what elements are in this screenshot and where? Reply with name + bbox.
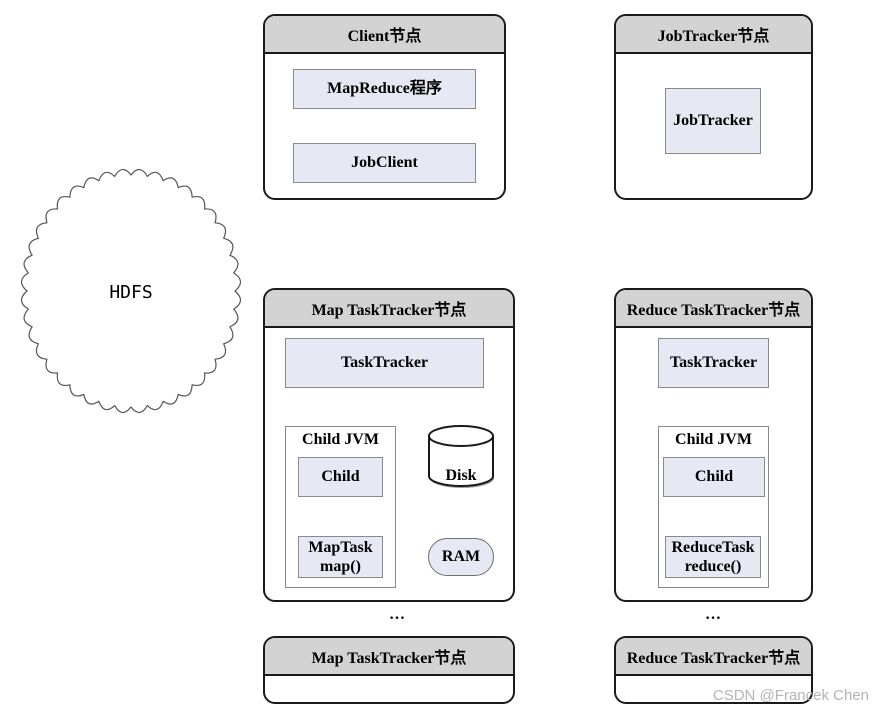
map-function-label: map(): [320, 558, 361, 575]
reduce-function-label: reduce(): [684, 558, 742, 575]
reduce-child-box: Child: [663, 457, 765, 497]
map-ellipsis: …: [389, 606, 405, 623]
reduce-tasktracker-node-title: Reduce TaskTracker节点: [616, 290, 811, 328]
jobtracker-node-title: JobTracker节点: [616, 16, 811, 54]
reduce-tasktracker-box: TaskTracker: [658, 338, 769, 388]
reduce-ellipsis: …: [705, 606, 721, 623]
reduce-child-jvm-label: Child JVM: [675, 431, 752, 448]
maptask-box: MapTask map(): [298, 536, 383, 578]
client-node-title: Client节点: [265, 16, 504, 54]
hdfs-cloud: [20, 168, 242, 414]
map-tasktracker-node-title: Map TaskTracker节点: [265, 290, 513, 328]
reduce-tasktracker-node-2-title: Reduce TaskTracker节点: [616, 638, 811, 676]
jobclient-box: JobClient: [293, 143, 476, 183]
disk-icon: [428, 425, 494, 488]
reducetask-label: ReduceTask: [671, 538, 755, 556]
map-child-jvm-label: Child JVM: [302, 431, 379, 448]
jobtracker-box: JobTracker: [665, 88, 761, 154]
map-tasktracker-box: TaskTracker: [285, 338, 484, 388]
reducetask-box: ReduceTask reduce(): [665, 536, 761, 578]
ram-box: RAM: [428, 538, 494, 576]
mapreduce-program-box: MapReduce程序: [293, 69, 476, 109]
map-tasktracker-node-2: Map TaskTracker节点: [263, 636, 515, 704]
maptask-label: MapTask: [308, 538, 373, 556]
disk-label: Disk: [445, 467, 477, 484]
hdfs-label: HDFS: [109, 282, 153, 303]
reduce-tasktracker-node-2: Reduce TaskTracker节点: [614, 636, 813, 704]
map-child-box: Child: [298, 457, 383, 497]
map-tasktracker-node-2-title: Map TaskTracker节点: [265, 638, 513, 676]
watermark-text: CSDN @Francek Chen: [712, 687, 869, 704]
